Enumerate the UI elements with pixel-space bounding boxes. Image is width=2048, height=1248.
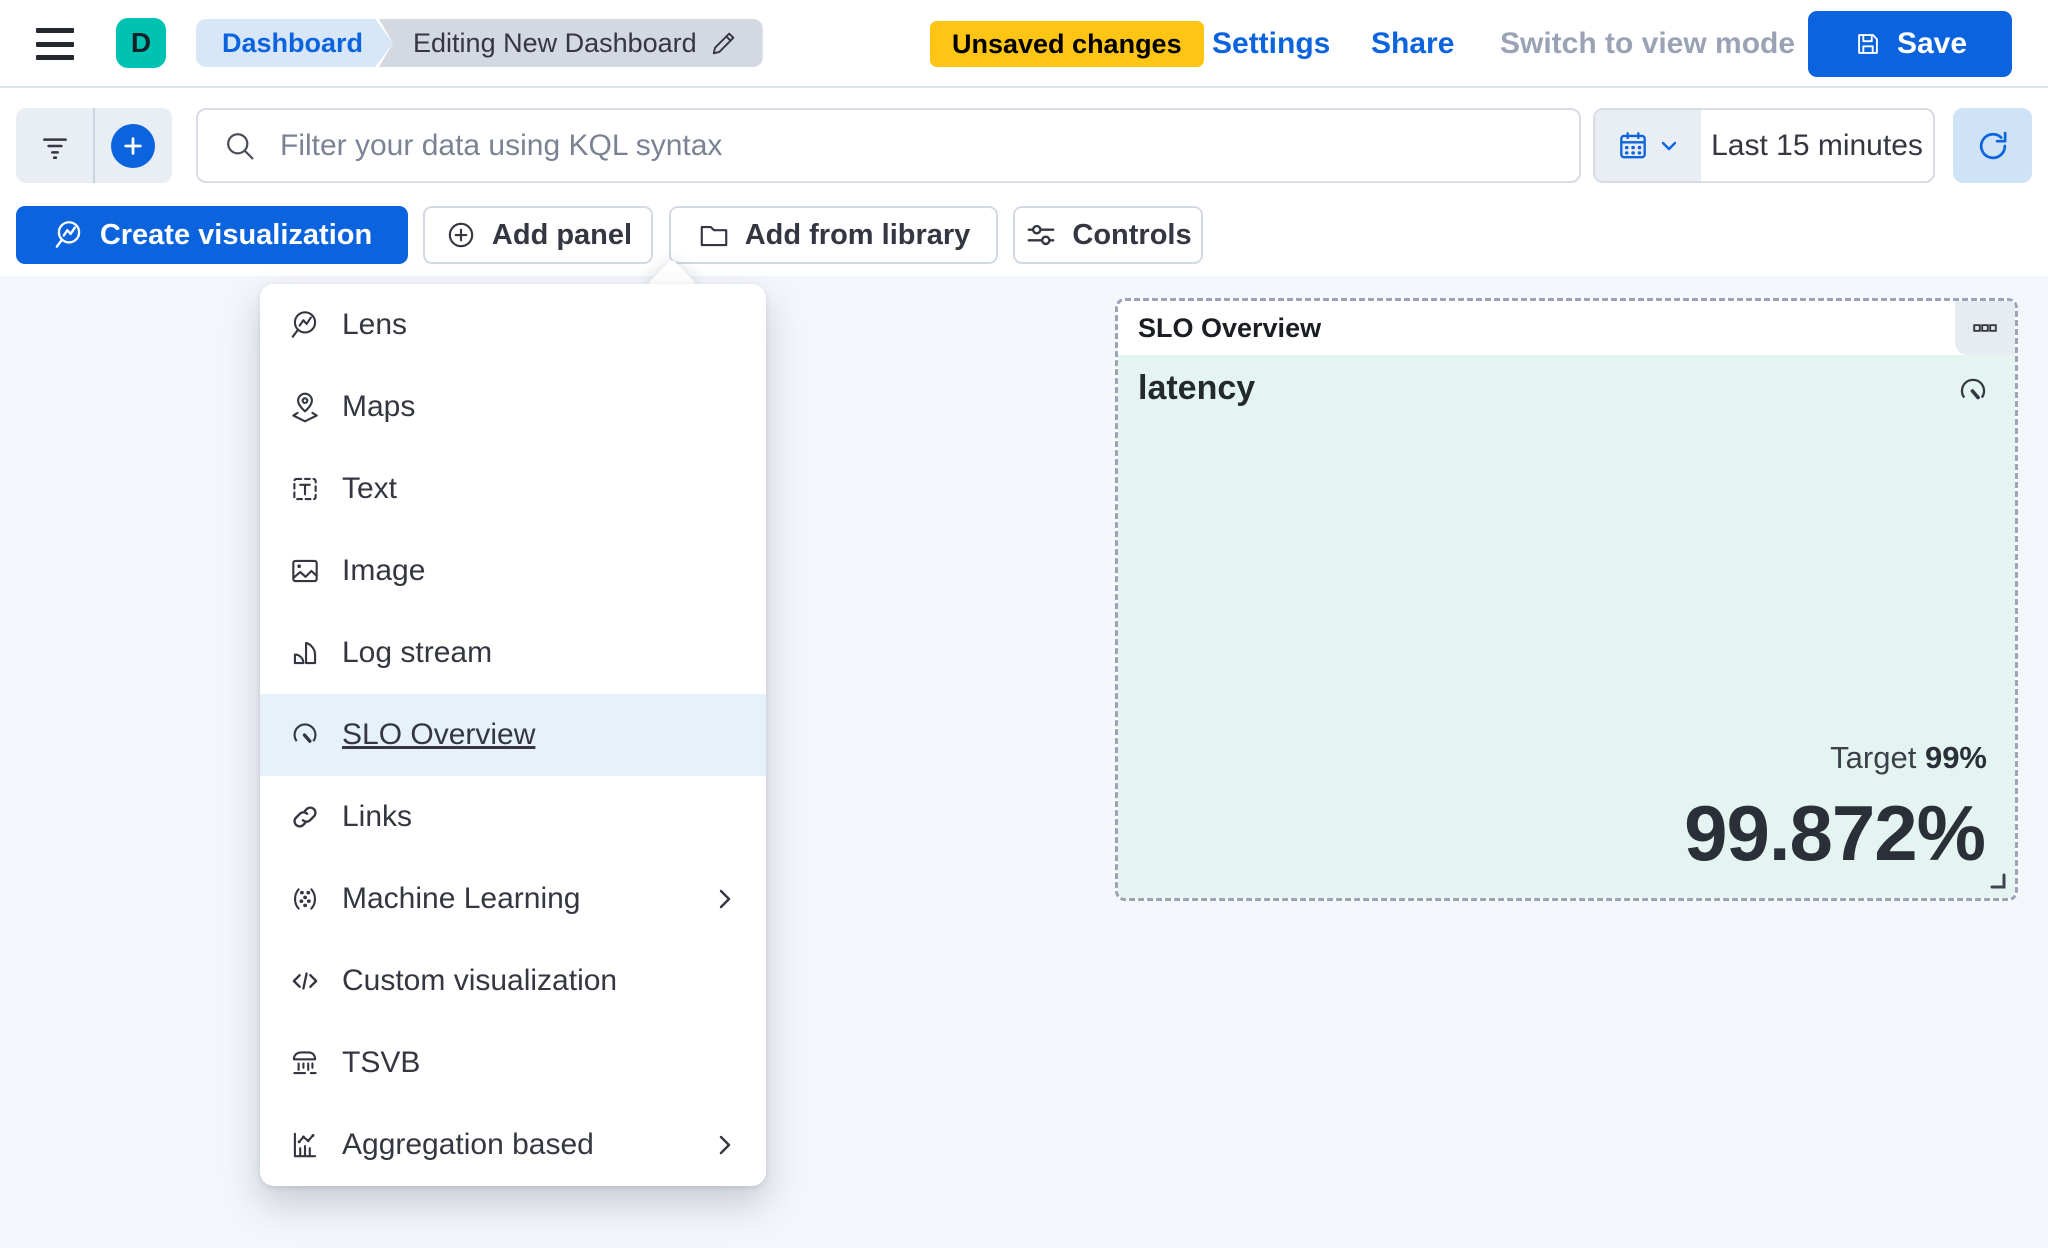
refresh-icon xyxy=(1979,131,2006,159)
menu-item-label: Log stream xyxy=(342,636,493,669)
panel-title[interactable]: SLO Overview xyxy=(1138,312,1322,343)
add-filter-button[interactable] xyxy=(95,108,172,183)
menu-item-label: Custom visualization xyxy=(342,964,618,997)
link-icon xyxy=(293,806,317,828)
chevron-right-icon xyxy=(719,889,731,909)
menu-item-tsvb[interactable]: TSVB xyxy=(260,1022,766,1104)
plus-in-circle-icon xyxy=(448,222,474,248)
refresh-button[interactable] xyxy=(1953,108,2032,183)
calendar-icon xyxy=(1620,131,1646,158)
add-from-library-button[interactable]: Add from library xyxy=(669,206,998,264)
add-panel-menu: Lens Maps Text Image Log stream SLO Over… xyxy=(260,284,766,1186)
date-quick-select[interactable] xyxy=(1595,110,1701,181)
text-icon xyxy=(293,477,317,501)
unsaved-changes-badge: Unsaved changes xyxy=(930,21,1204,67)
search-icon xyxy=(227,132,254,159)
filter-controls-group xyxy=(16,108,172,183)
divider xyxy=(93,108,95,183)
gauge-icon xyxy=(1960,378,1986,400)
lens-icon xyxy=(55,221,81,248)
add-panel-label: Add panel xyxy=(491,218,633,251)
share-link[interactable]: Share xyxy=(1371,27,1455,60)
unified-search-bar: Last 15 minutes xyxy=(0,90,2048,206)
menu-item-links[interactable]: Links xyxy=(260,776,766,858)
plus-icon xyxy=(111,123,156,168)
controls-button[interactable]: Controls xyxy=(1013,206,1203,264)
top-navigation-bar: D Dashboard Editing New Dashboard Unsave… xyxy=(0,0,2048,88)
create-visualization-button[interactable]: Create visualization xyxy=(16,206,408,264)
panel-header: SLO Overview xyxy=(1118,301,2015,355)
menu-item-label: Lens xyxy=(342,308,408,341)
switch-to-view-mode-link[interactable]: Switch to view mode xyxy=(1500,27,1796,60)
boxes-horizontal-icon xyxy=(1973,324,1997,332)
code-icon xyxy=(292,972,318,990)
create-visualization-label: Create visualization xyxy=(99,218,373,251)
save-button[interactable]: Save xyxy=(1808,11,2012,77)
time-range-picker[interactable]: Last 15 minutes xyxy=(1593,108,1935,183)
menu-item-custom-visualization[interactable]: Custom visualization xyxy=(260,940,766,1022)
panel-body: latency Target 99% 99.872% xyxy=(1118,355,2015,898)
menu-item-label: Links xyxy=(342,800,413,833)
menu-icon[interactable] xyxy=(36,26,76,62)
log-stream-icon xyxy=(293,641,317,665)
filter-icon xyxy=(42,137,67,159)
resize-handle-icon[interactable] xyxy=(1987,870,2007,890)
maps-icon xyxy=(292,392,318,423)
slo-target: Target 99% xyxy=(1830,740,1987,775)
slo-metric-name: latency xyxy=(1138,369,1256,407)
kql-search-input[interactable] xyxy=(280,128,1555,163)
menu-item-slo-overview[interactable]: SLO Overview xyxy=(260,694,766,776)
add-from-library-label: Add from library xyxy=(744,218,971,251)
menu-item-label: Image xyxy=(342,554,426,587)
breadcrumb-editing-new-dashboard[interactable]: Editing New Dashboard xyxy=(379,19,763,67)
folder-icon xyxy=(700,225,727,247)
filter-menu-button[interactable] xyxy=(16,108,93,183)
chevron-right-icon xyxy=(719,1135,731,1155)
app-logo[interactable]: D xyxy=(116,18,166,68)
panel-options-button[interactable] xyxy=(1955,301,2015,355)
menu-item-label: Text xyxy=(342,472,398,505)
settings-link[interactable]: Settings xyxy=(1212,27,1331,60)
dashboard-toolbar: Create visualization Add panel Add from … xyxy=(0,206,2048,276)
chevron-down-icon xyxy=(1661,141,1677,150)
menu-item-aggregation-based[interactable]: Aggregation based xyxy=(260,1104,766,1186)
controls-label: Controls xyxy=(1072,218,1192,251)
menu-item-label: Maps xyxy=(342,390,416,423)
slo-overview-panel[interactable]: SLO Overview latency Target 99% 99.872% xyxy=(1115,298,2018,901)
menu-item-label: TSVB xyxy=(342,1046,421,1079)
gauge-icon xyxy=(293,723,317,743)
sliders-icon xyxy=(1028,224,1055,246)
machine-learning-icon xyxy=(293,888,317,910)
add-panel-button[interactable]: Add panel xyxy=(423,206,653,264)
lens-icon xyxy=(291,311,317,338)
time-range-value[interactable]: Last 15 minutes xyxy=(1711,128,1923,162)
menu-item-label: SLO Overview xyxy=(342,718,536,751)
menu-item-label: Aggregation based xyxy=(342,1128,594,1161)
kql-search-box xyxy=(196,108,1581,183)
breadcrumb-dashboard[interactable]: Dashboard xyxy=(196,19,393,67)
menu-item-machine-learning[interactable]: Machine Learning xyxy=(260,858,766,940)
pencil-icon xyxy=(712,32,735,55)
menu-item-maps[interactable]: Maps xyxy=(260,366,766,448)
menu-item-log-stream[interactable]: Log stream xyxy=(260,612,766,694)
menu-item-lens[interactable]: Lens xyxy=(260,284,766,366)
aggregation-icon xyxy=(293,1132,317,1158)
image-icon xyxy=(292,559,318,583)
breadcrumb-label: Editing New Dashboard xyxy=(413,27,697,58)
tsvb-icon xyxy=(292,1051,317,1075)
breadcrumb: Dashboard Editing New Dashboard xyxy=(196,19,763,67)
menu-item-label: Machine Learning xyxy=(342,882,581,915)
slo-value: 99.872% xyxy=(1684,789,1986,877)
menu-item-text[interactable]: Text xyxy=(260,448,766,530)
save-label: Save xyxy=(1896,27,1968,60)
menu-item-image[interactable]: Image xyxy=(260,530,766,612)
slo-target-value: 99% xyxy=(1924,740,1987,775)
save-icon xyxy=(1858,34,1878,54)
